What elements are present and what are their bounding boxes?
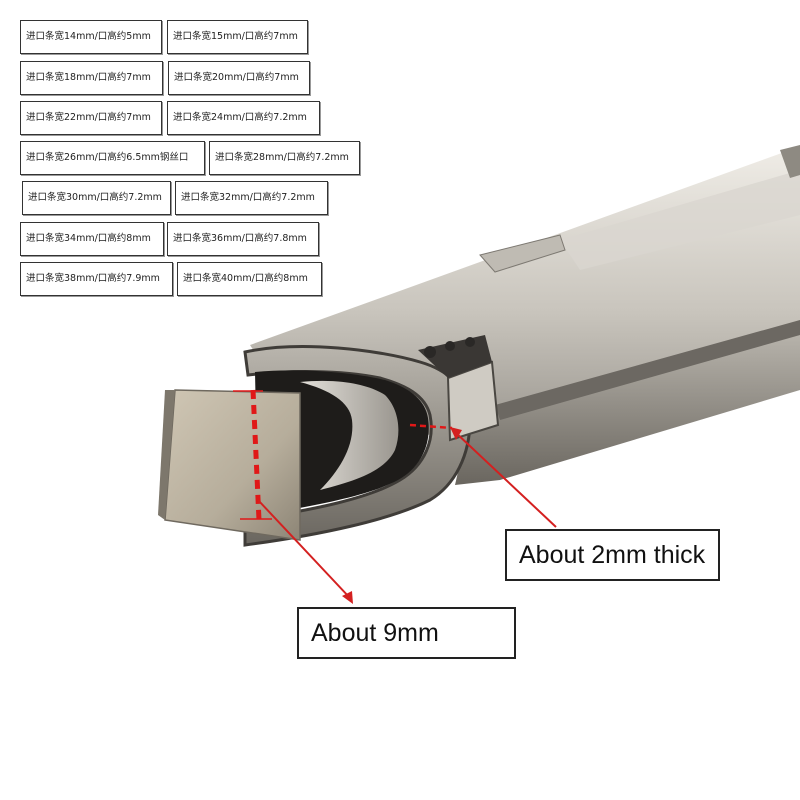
thickness-dimension	[409, 423, 453, 430]
spec-label: 进口条宽18mm/口高约7mm	[20, 61, 163, 95]
spec-label: 进口条宽32mm/口高约7.2mm	[175, 181, 328, 215]
spec-label: 进口条宽40mm/口高约8mm	[177, 262, 322, 296]
spec-label: 进口条宽24mm/口高约7.2mm	[167, 101, 320, 135]
flat-plate	[158, 389, 301, 541]
thickness-callout: About 2mm thick	[505, 529, 720, 581]
width-dimension	[233, 389, 272, 521]
spec-label: 进口条宽38mm/口高约7.9mm	[20, 262, 173, 296]
width-callout: About 9mm	[297, 607, 516, 659]
spec-label: 进口条宽22mm/口高约7mm	[20, 101, 162, 135]
spec-label: 进口条宽15mm/口高约7mm	[167, 20, 308, 54]
spec-label: 进口条宽30mm/口高约7.2mm	[22, 181, 171, 215]
spec-label: 进口条宽26mm/口高约6.5mm钢丝口	[20, 141, 205, 175]
spec-label: 进口条宽36mm/口高约7.8mm	[167, 222, 319, 256]
spec-label: 进口条宽28mm/口高约7.2mm	[209, 141, 360, 175]
spec-label: 进口条宽20mm/口高约7mm	[168, 61, 310, 95]
spec-label: 进口条宽14mm/口高约5mm	[20, 20, 162, 54]
spec-label: 进口条宽34mm/口高约8mm	[20, 222, 164, 256]
arrow-to-thickness-label	[450, 427, 557, 528]
arrow-to-width-label	[257, 499, 353, 604]
